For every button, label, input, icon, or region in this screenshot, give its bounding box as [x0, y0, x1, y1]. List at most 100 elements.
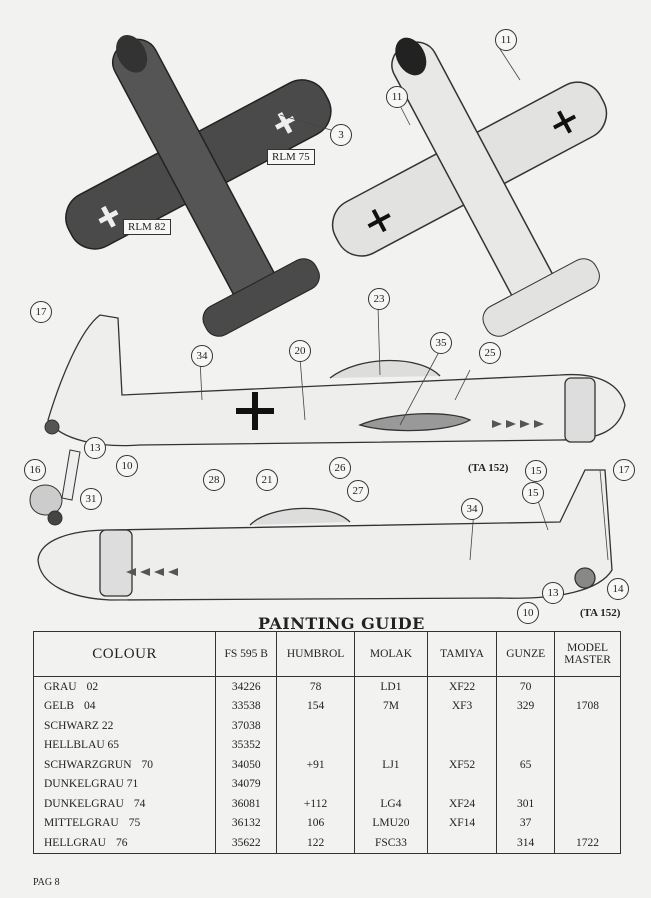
callout-10-left: 10 — [116, 455, 138, 477]
gunze-cell: 37 — [496, 813, 556, 833]
callout-14: 14 — [607, 578, 629, 600]
light-plane-under-view — [331, 37, 608, 337]
humbrol-cell: +91 — [276, 755, 355, 775]
colour-name: SCHWARZGRUN — [44, 758, 132, 771]
molak-cell: 7M — [353, 696, 428, 716]
callout-13-left: 13 — [84, 437, 106, 459]
humbrol-cell: 122 — [276, 833, 355, 854]
gunze-cell: 70 — [496, 676, 556, 697]
colour-code: 02 — [86, 680, 99, 693]
fs-cell: 34079 — [215, 774, 278, 794]
gunze-cell — [496, 774, 556, 794]
header-colour: COLOUR — [32, 631, 217, 677]
ta152-label-lower: (TA 152) — [580, 607, 621, 619]
callout-28: 28 — [203, 469, 225, 491]
humbrol-cell — [276, 774, 355, 794]
callout-23: 23 — [368, 288, 390, 310]
molak-cell — [353, 774, 428, 794]
header-tamiya: TAMIYA — [426, 631, 498, 677]
gunze-cell: 65 — [496, 755, 556, 775]
callout-20: 20 — [289, 340, 311, 362]
painting-guide-table: COLOUR FS 595 B HUMBROL MOLAK TAMIYA GUN… — [32, 631, 621, 854]
table-row: HELLBLAU 65 35352 — [32, 735, 621, 755]
model-master-cell — [554, 813, 621, 833]
colour-name: MITTELGRAU — [44, 817, 119, 830]
gunze-cell: 314 — [496, 833, 556, 854]
molak-cell — [353, 735, 428, 755]
dark-plane-top-view — [65, 34, 332, 337]
aircraft-line-art — [29, 34, 626, 601]
molak-cell: LMU20 — [353, 813, 428, 833]
colour-code: 75 — [128, 817, 141, 830]
fs-cell: 36081 — [215, 794, 278, 814]
aircraft-drawings: RLM 75 RLM 82 (TA 152) (TA 152) 3 11 11 … — [24, 29, 635, 624]
callout-16: 16 — [24, 459, 46, 481]
callout-17-left: 17 — [30, 301, 52, 323]
rlm82-label: RLM 82 — [123, 219, 171, 235]
model-master-cell — [554, 676, 621, 697]
callout-11-left: 11 — [386, 86, 408, 108]
colour-code: 70 — [141, 758, 154, 771]
tamiya-cell: XF3 — [426, 696, 498, 716]
tamiya-cell — [426, 833, 498, 854]
model-master-cell — [554, 716, 621, 736]
callout-34-upper: 34 — [191, 345, 213, 367]
molak-cell: LG4 — [353, 794, 428, 814]
colour-name: GRAU — [44, 680, 77, 693]
callout-21: 21 — [256, 469, 278, 491]
colour-name-cell: HELLBLAU 65 — [32, 735, 217, 755]
colour-name-cell: MITTELGRAU 75 — [32, 813, 217, 833]
fs-cell: 35352 — [215, 735, 278, 755]
header-gunze: GUNZE — [496, 631, 556, 677]
fs-cell: 34050 — [215, 755, 278, 775]
side-view-upper — [47, 314, 626, 447]
fs-cell: 33538 — [215, 696, 278, 716]
molak-cell: LJ1 — [353, 755, 428, 775]
callout-26: 26 — [329, 457, 351, 479]
rlm75-label: RLM 75 — [267, 149, 315, 165]
model-master-cell — [554, 755, 621, 775]
colour-code: 04 — [84, 700, 96, 713]
detail-parts — [29, 419, 81, 526]
humbrol-cell — [276, 716, 355, 736]
humbrol-cell: 154 — [276, 696, 355, 716]
model-master-cell — [554, 774, 621, 794]
molak-cell: FSC33 — [353, 833, 428, 854]
table-row: DUNKELGRAU 71 34079 — [32, 774, 621, 794]
callout-3: 3 — [330, 124, 352, 146]
tamiya-cell — [426, 716, 498, 736]
tamiya-cell: XF14 — [426, 813, 498, 833]
gunze-cell — [496, 716, 556, 736]
humbrol-cell — [276, 735, 355, 755]
colour-code: 76 — [115, 836, 128, 849]
callout-11-right: 11 — [495, 29, 517, 51]
callout-25: 25 — [479, 342, 501, 364]
fs-cell: 35622 — [215, 833, 278, 854]
humbrol-cell: 78 — [276, 676, 355, 697]
leader-lines — [199, 45, 609, 561]
molak-cell — [353, 716, 428, 736]
tamiya-cell: XF52 — [426, 755, 498, 775]
tamiya-cell — [426, 774, 498, 794]
colour-name: DUNKELGRAU 71 — [44, 778, 139, 791]
side-view-lower — [37, 469, 613, 601]
callout-27: 27 — [347, 480, 369, 502]
humbrol-cell: 106 — [276, 813, 355, 833]
callout-15-b: 15 — [522, 482, 544, 504]
gunze-cell: 301 — [496, 794, 556, 814]
colour-name: HELLBLAU 65 — [44, 739, 120, 752]
model-master-cell — [554, 735, 621, 755]
painting-guide-title: PAINTING GUIDE — [258, 614, 425, 633]
header-molak: MOLAK — [353, 631, 428, 677]
ta152-label-upper: (TA 152) — [468, 462, 509, 474]
